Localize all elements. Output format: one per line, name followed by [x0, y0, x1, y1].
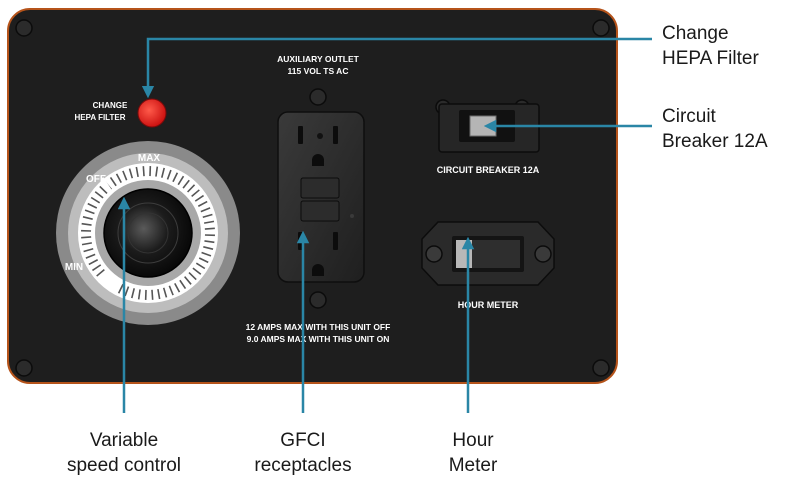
dial-tick [131, 288, 135, 299]
dial-tick [192, 267, 202, 275]
panel-screws [15, 19, 610, 377]
callout-variable-speed: Variable speed control [49, 428, 199, 478]
breaker-label: CIRCUIT BREAKER 12A [437, 165, 540, 175]
dial-tick [128, 168, 134, 179]
dial-min-label: MIN [65, 262, 83, 273]
dial-tick [96, 269, 105, 277]
dial-tick [203, 220, 215, 224]
dial-tick [157, 288, 161, 300]
dial-tick [90, 196, 101, 204]
dial-tick [99, 185, 108, 194]
dial-tick [187, 184, 196, 193]
dial-tick [94, 191, 104, 199]
dial-tick [200, 207, 211, 213]
dial-tick [155, 166, 159, 177]
callout-gfci-line1: GFCI [280, 430, 326, 451]
dial-ticks [81, 166, 215, 300]
dial-tick [81, 222, 92, 226]
dial-tick [135, 166, 139, 178]
dial-tick [174, 282, 181, 293]
dial-tick [122, 170, 128, 181]
dial-tick [179, 279, 187, 289]
gfci-receptacle[interactable] [277, 111, 365, 283]
dial-tick [204, 240, 215, 244]
amps-note-line1: 12 AMPS MAX WITH THIS UNIT OFF [246, 322, 391, 332]
dial-tick [84, 209, 95, 215]
dial-tick [201, 251, 212, 257]
dial-tick [203, 246, 214, 250]
dial-tick [142, 166, 145, 177]
dial-tick [204, 227, 215, 230]
dial-tick [195, 262, 206, 270]
dial-tick [124, 286, 130, 297]
dial-tick [109, 177, 117, 187]
dial-tick [81, 236, 92, 239]
dial-tick [166, 169, 172, 180]
dial-tick [194, 194, 204, 202]
speed-knob[interactable] [103, 188, 193, 278]
dial-max-label: MAX [138, 153, 161, 164]
callout-gfci-line2: receptacles [254, 455, 352, 476]
dial-tick [162, 287, 168, 298]
callout-gfci: GFCI receptacles [238, 428, 368, 478]
callout-hour-meter-line1: Hour [452, 430, 494, 451]
dial-tick [117, 283, 124, 294]
callout-circuit-breaker-line2: Breaker 12A [662, 131, 768, 152]
change-filter-label-line1: CHANGE [93, 101, 128, 110]
hour-meter [421, 221, 555, 286]
gfci-test-button[interactable] [300, 177, 340, 199]
dial-tick [188, 272, 197, 281]
dial-tick [184, 276, 192, 285]
hour-meter-label: HOUR METER [458, 300, 519, 310]
callout-variable-speed-line2: speed control [66, 455, 182, 476]
callout-hour-meter: Hour Meter [423, 428, 523, 478]
callout-circuit-breaker: Circuit Breaker 12A [662, 104, 768, 154]
change-filter-label-line2: HEPA FILTER [75, 113, 126, 122]
dial-tick [202, 213, 213, 219]
dial-tick [161, 167, 165, 178]
dial-tick [137, 289, 141, 300]
dial-tick [172, 172, 179, 183]
dial-tick [151, 289, 154, 300]
callout-circuit-breaker-line1: Circuit [662, 106, 716, 127]
dial-tick [177, 175, 185, 186]
leader-lines [117, 37, 652, 413]
dial-tick [182, 179, 190, 189]
dial-tick [197, 200, 208, 207]
dial-tick [168, 285, 174, 296]
outlet-screw-top [309, 88, 327, 106]
dial-tick [83, 247, 94, 253]
aux-outlet-label-line2: 115 VOL TS AC [288, 66, 349, 76]
dial-tick [81, 242, 93, 246]
dial-tick [191, 189, 200, 197]
dial-tick [82, 216, 93, 220]
dial-tick [85, 253, 96, 259]
callout-change-filter: Change HEPA Filter [662, 21, 759, 71]
dial-tick [198, 257, 209, 264]
outlet-screw-bottom [309, 291, 327, 309]
dial-off-label: OFF [86, 174, 106, 185]
dial-tick [115, 173, 122, 184]
change-filter-indicator-light [137, 98, 167, 128]
dial-tick [92, 264, 102, 272]
aux-outlet-label-line1: AUXILIARY OUTLET [277, 54, 360, 64]
callout-hour-meter-line2: Meter [448, 455, 498, 476]
callout-variable-speed-line1: Variable [89, 430, 159, 451]
change-filter-leader [141, 37, 652, 99]
speed-dial[interactable] [56, 141, 240, 325]
dial-tick [88, 259, 99, 266]
callout-change-filter-line2: HEPA Filter [662, 48, 759, 69]
dial-tick [87, 202, 98, 209]
gfci-reset-button[interactable] [300, 200, 340, 222]
callout-change-filter-line1: Change [662, 23, 729, 44]
amps-note-line2: 9.0 AMPS MAX WITH THIS UNIT ON [247, 334, 390, 344]
